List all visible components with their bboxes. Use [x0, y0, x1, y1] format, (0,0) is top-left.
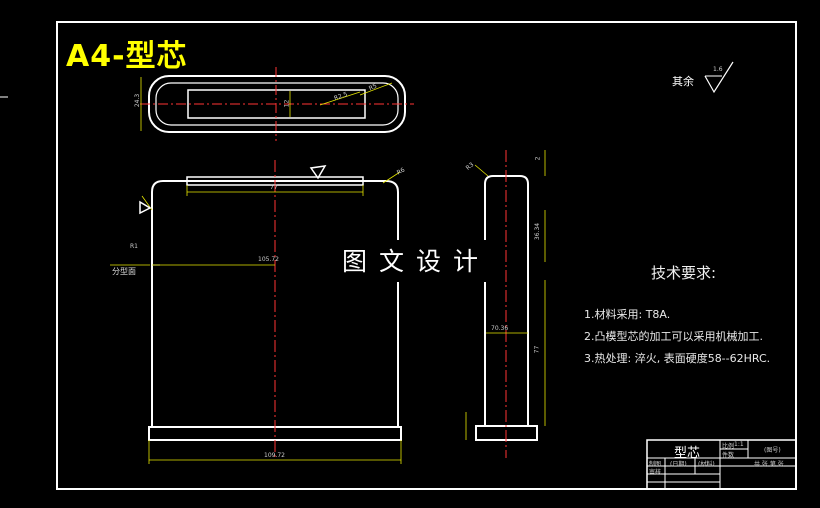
- roughness-symbol: [704, 61, 734, 94]
- dim-side-right: 36.34: [534, 222, 542, 241]
- title-block-drawing-no: (图号): [764, 447, 781, 454]
- surface-mark-left: [139, 200, 152, 215]
- front-view-dims: [110, 171, 402, 464]
- top-view: [148, 75, 406, 133]
- title-block-designer: 制图: [649, 461, 662, 468]
- title-block-checker: 审核: [649, 469, 662, 476]
- dim-front-left: R1: [130, 243, 138, 250]
- dim-top-center: 12: [283, 99, 291, 108]
- dim-side-h1: 77: [533, 345, 541, 354]
- title-block-scale-label: 比例: [722, 443, 735, 450]
- note-item-3: 3.热处理: 淬火, 表面硬度58--62HRC.: [584, 352, 771, 365]
- side-view-dims: [465, 150, 546, 440]
- dim-front-mid: 105.72: [258, 256, 279, 263]
- dim-side-h2: 2: [534, 156, 542, 161]
- parting-line-label: 分型面: [112, 267, 136, 276]
- watermark: 图文设计: [338, 240, 499, 282]
- note-item-2: 2.凸模型芯的加工可以采用机械加工.: [584, 330, 763, 343]
- roughness-value: 1.6: [713, 66, 723, 73]
- dim-front-top: 77: [270, 184, 278, 191]
- title-block-part-name: 型芯: [674, 446, 701, 461]
- notes-heading: 技术要求:: [651, 264, 717, 282]
- surface-mark-top: [309, 165, 327, 180]
- title-block-lines: [646, 439, 797, 490]
- top-view-dims: [140, 77, 393, 131]
- title-block-scale: 1:1: [734, 441, 744, 448]
- dim-side-mid: 70.36: [491, 325, 509, 332]
- drawing-frame: [56, 21, 797, 490]
- dim-front-bottom: 109.72: [264, 452, 285, 459]
- roughness-label: 其余: [672, 75, 694, 88]
- note-item-1: 1.材料采用: T8A.: [584, 308, 671, 321]
- page-title: A4-型芯: [66, 39, 188, 74]
- title-block-material: (材料): [698, 461, 715, 468]
- title-block-qty-label: 件数: [722, 452, 735, 459]
- title-block-date: (日期): [670, 461, 687, 468]
- title-block-sheet: 共 张 第 张: [754, 461, 784, 468]
- dim-top-height: 24.3: [134, 93, 142, 108]
